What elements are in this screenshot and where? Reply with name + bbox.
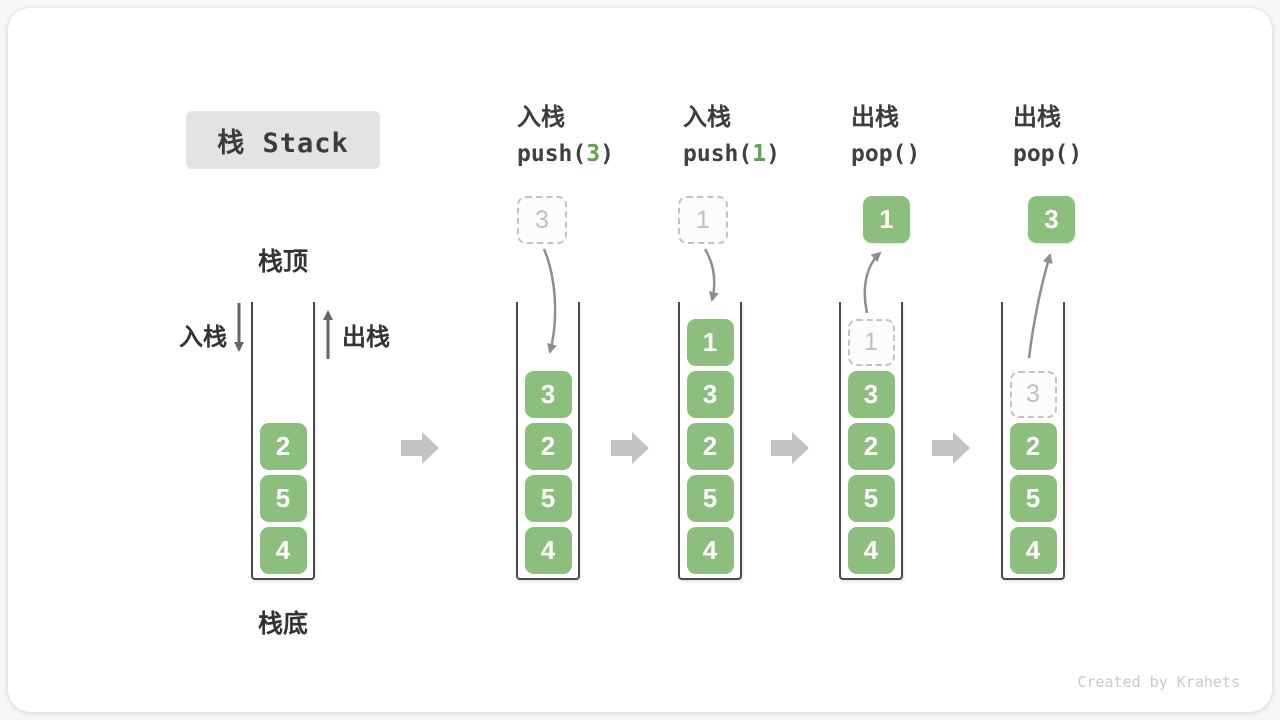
stack-cell: 5: [1009, 475, 1057, 522]
stack-cell: 2: [524, 423, 572, 470]
popped-element-box: 3: [1028, 196, 1075, 243]
watermark: Created by Krahets: [1077, 673, 1240, 691]
stack-cell: 5: [847, 475, 895, 522]
incoming-element-box: 3: [517, 196, 567, 244]
op-code-arg: 3: [586, 141, 601, 167]
step-header-pop-3: 出栈 pop(): [1013, 103, 1183, 169]
incoming-element-box: 1: [678, 196, 728, 244]
stack-initial: 2 5 4: [251, 302, 315, 580]
stack-cell: 2: [1009, 423, 1057, 470]
push-side-label: 入栈: [179, 324, 227, 351]
pop-side-label: 出栈: [342, 324, 390, 351]
figure-title: 栈 Stack: [217, 127, 349, 159]
stack-cell: 2: [686, 423, 734, 470]
stack-cell: 3: [847, 371, 895, 418]
op-code: push(3): [517, 141, 614, 167]
stack-cell: 3: [686, 371, 734, 418]
op-code: push(1): [683, 141, 780, 167]
op-code: pop(): [1013, 141, 1083, 167]
step-header-push-3: 入栈 push(3): [517, 103, 687, 169]
stack-bottom-label: 栈底: [257, 610, 308, 638]
op-label: 出栈: [851, 104, 899, 131]
op-label: 入栈: [683, 104, 731, 131]
stack-cell: 4: [524, 527, 572, 574]
stack-cell: 2: [847, 423, 895, 470]
stack-cell: 2: [259, 423, 307, 470]
op-label: 出栈: [1013, 104, 1061, 131]
stack-cell: 5: [524, 475, 572, 522]
stack-cell: 4: [1009, 527, 1057, 574]
stack-cell: 3: [524, 371, 572, 418]
popped-element-box: 1: [863, 196, 910, 243]
stack-cell-ghost: 3: [1009, 371, 1057, 418]
stack-top-label: 栈顶: [257, 248, 308, 276]
stack-after-pop-1: 1 3 2 5 4: [839, 302, 903, 580]
step-header-push-1: 入栈 push(1): [683, 103, 853, 169]
stack-after-push-3: 3 2 5 4: [516, 302, 580, 580]
op-label: 入栈: [517, 104, 565, 131]
stack-cell: 5: [686, 475, 734, 522]
stack-cell: 4: [686, 527, 734, 574]
op-code-arg: 1: [752, 141, 767, 167]
stack-cell-ghost: 1: [847, 319, 895, 366]
op-code: pop(): [851, 141, 921, 167]
stack-after-pop-3: 3 2 5 4: [1001, 302, 1065, 580]
stack-cell: 4: [259, 527, 307, 574]
stack-cell: 1: [686, 319, 734, 366]
step-header-pop-1: 出栈 pop(): [851, 103, 1021, 169]
figure-title-box: 栈 Stack: [186, 111, 380, 169]
stack-after-push-1: 1 3 2 5 4: [678, 302, 742, 580]
stack-cell: 4: [847, 527, 895, 574]
stack-cell: 5: [259, 475, 307, 522]
